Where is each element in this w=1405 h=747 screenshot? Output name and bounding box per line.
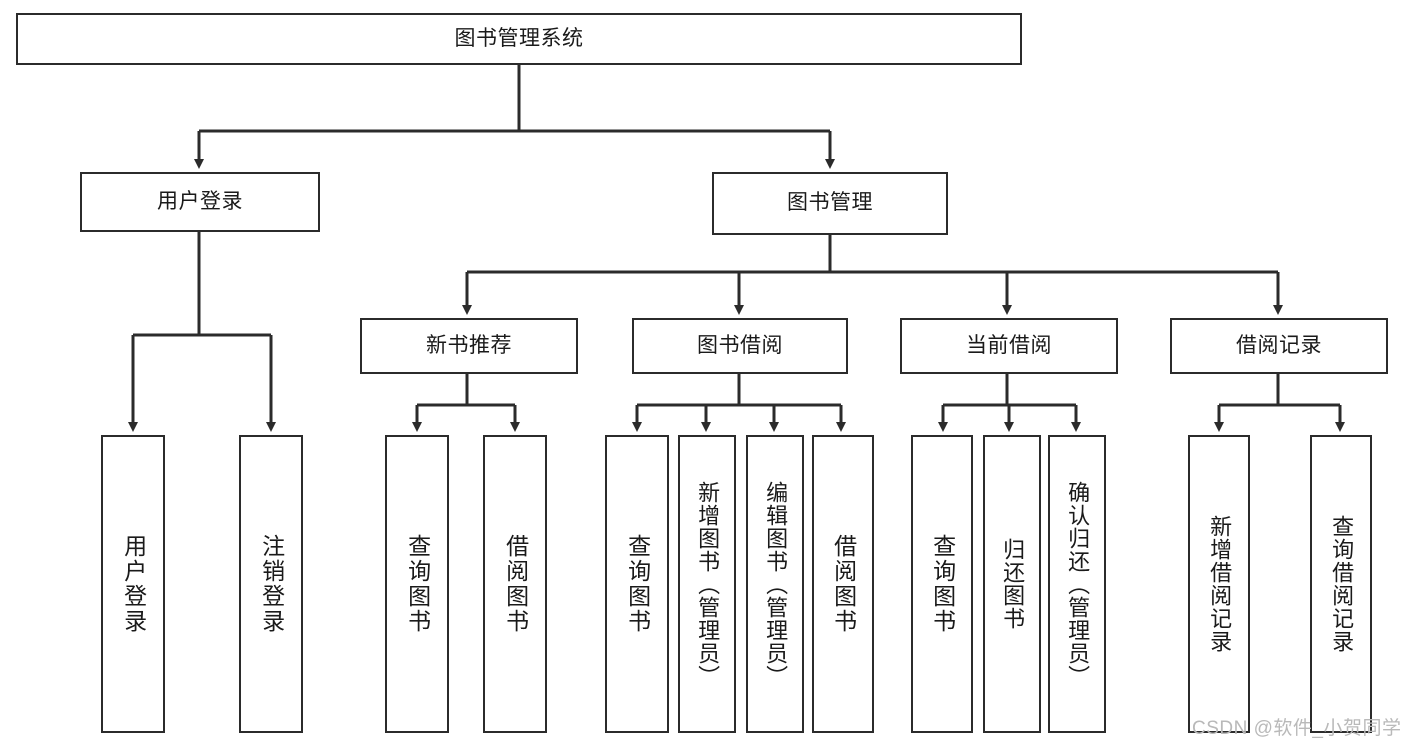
node-leaf-6[interactable]: 编辑图书（管理员） [746,435,804,733]
node-leaf-3[interactable]: 借阅图书 [483,435,547,733]
node-root[interactable]: 图书管理系统 [16,13,1022,65]
node-level2-0[interactable]: 用户登录 [80,172,320,232]
node-level2-1[interactable]: 图书管理 [712,172,948,235]
node-root-label: 图书管理系统 [454,26,584,50]
node-level3-2-label: 当前借阅 [966,333,1052,357]
node-level2-0-label: 用户登录 [157,189,243,213]
node-level3-3[interactable]: 借阅记录 [1170,318,1388,374]
node-leaf-3-label: 借阅图书 [502,534,529,634]
node-leaf-8-label: 查询图书 [929,534,956,634]
node-level3-1[interactable]: 图书借阅 [632,318,848,374]
node-level2-1-label: 图书管理 [787,191,873,215]
node-leaf-1-label: 注销登录 [258,534,285,634]
node-leaf-10[interactable]: 确认归还（管理员） [1048,435,1106,733]
node-leaf-2-label: 查询图书 [404,534,431,634]
node-level3-2[interactable]: 当前借阅 [900,318,1118,374]
node-level3-3-label: 借阅记录 [1236,333,1322,357]
node-leaf-11-label: 新增借阅记录 [1207,515,1233,653]
node-leaf-12[interactable]: 查询借阅记录 [1310,435,1372,733]
node-leaf-7[interactable]: 借阅图书 [812,435,874,733]
node-leaf-4[interactable]: 查询图书 [605,435,669,733]
node-level3-0-label: 新书推荐 [426,333,512,357]
node-leaf-5-label: 新增图书（管理员） [695,480,721,688]
node-level3-0[interactable]: 新书推荐 [360,318,578,374]
node-leaf-4-label: 查询图书 [624,534,651,634]
node-level3-1-label: 图书借阅 [697,333,783,357]
node-leaf-11[interactable]: 新增借阅记录 [1188,435,1250,733]
watermark-text: CSDN @软件_小贺同学 [1192,718,1402,739]
node-leaf-0-label: 用户登录 [120,534,147,634]
node-leaf-2[interactable]: 查询图书 [385,435,449,733]
node-leaf-5[interactable]: 新增图书（管理员） [678,435,736,733]
node-leaf-1[interactable]: 注销登录 [239,435,303,733]
node-leaf-8[interactable]: 查询图书 [911,435,973,733]
node-leaf-9-label: 归还图书 [1000,538,1026,630]
node-leaf-0[interactable]: 用户登录 [101,435,165,733]
node-leaf-7-label: 借阅图书 [830,534,857,634]
node-leaf-6-label: 编辑图书（管理员） [763,480,789,688]
node-leaf-12-label: 查询借阅记录 [1329,515,1355,653]
node-leaf-10-label: 确认归还（管理员） [1065,480,1091,688]
node-leaf-9[interactable]: 归还图书 [983,435,1041,733]
